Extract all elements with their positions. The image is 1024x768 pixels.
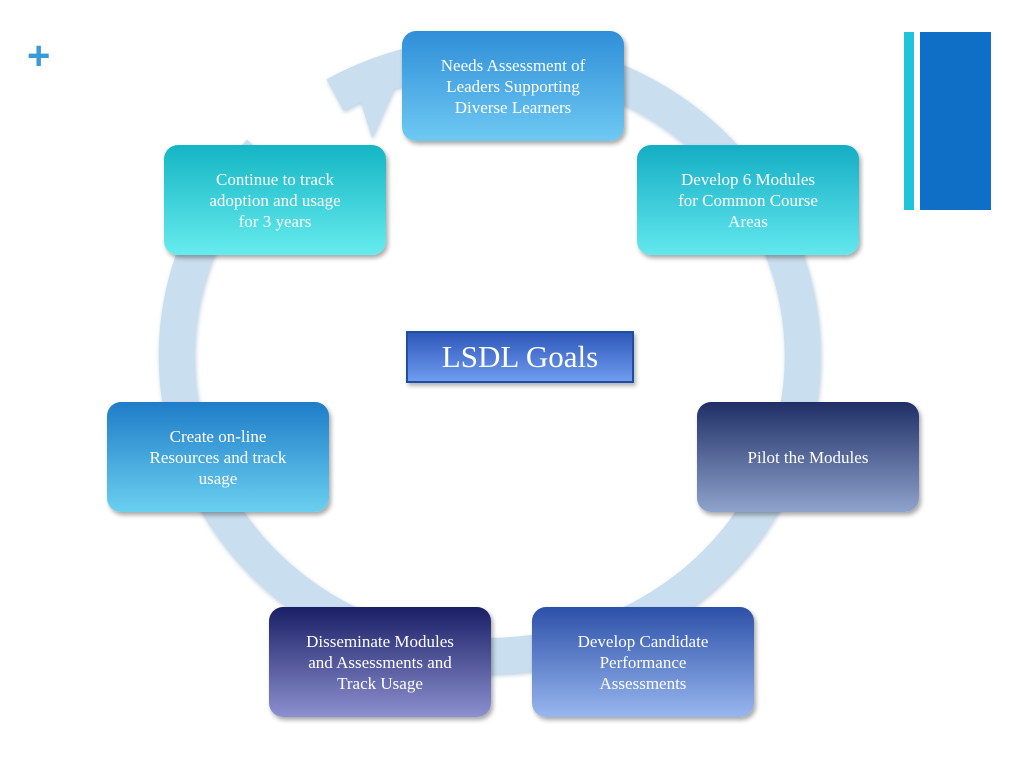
accent-bar-blue	[920, 32, 991, 210]
cycle-step-track-adoption: Continue to track adoption and usage for…	[164, 145, 386, 255]
cycle-step-pilot-modules: Pilot the Modules	[697, 402, 919, 512]
cycle-arrowhead	[350, 68, 395, 138]
cycle-step-online-resources: Create on-line Resources and track usage	[107, 402, 329, 512]
cycle-step-develop-assessments: Develop Candidate Performance Assessment…	[532, 607, 754, 717]
cycle-step-develop-modules: Develop 6 Modules for Common Course Area…	[637, 145, 859, 255]
cycle-step-disseminate: Disseminate Modules and Assessments and …	[269, 607, 491, 717]
cycle-step-needs-assessment: Needs Assessment of Leaders Supporting D…	[402, 31, 624, 141]
center-title: LSDL Goals	[406, 331, 634, 383]
plus-icon: +	[27, 34, 51, 78]
accent-bar-cyan	[904, 32, 914, 210]
